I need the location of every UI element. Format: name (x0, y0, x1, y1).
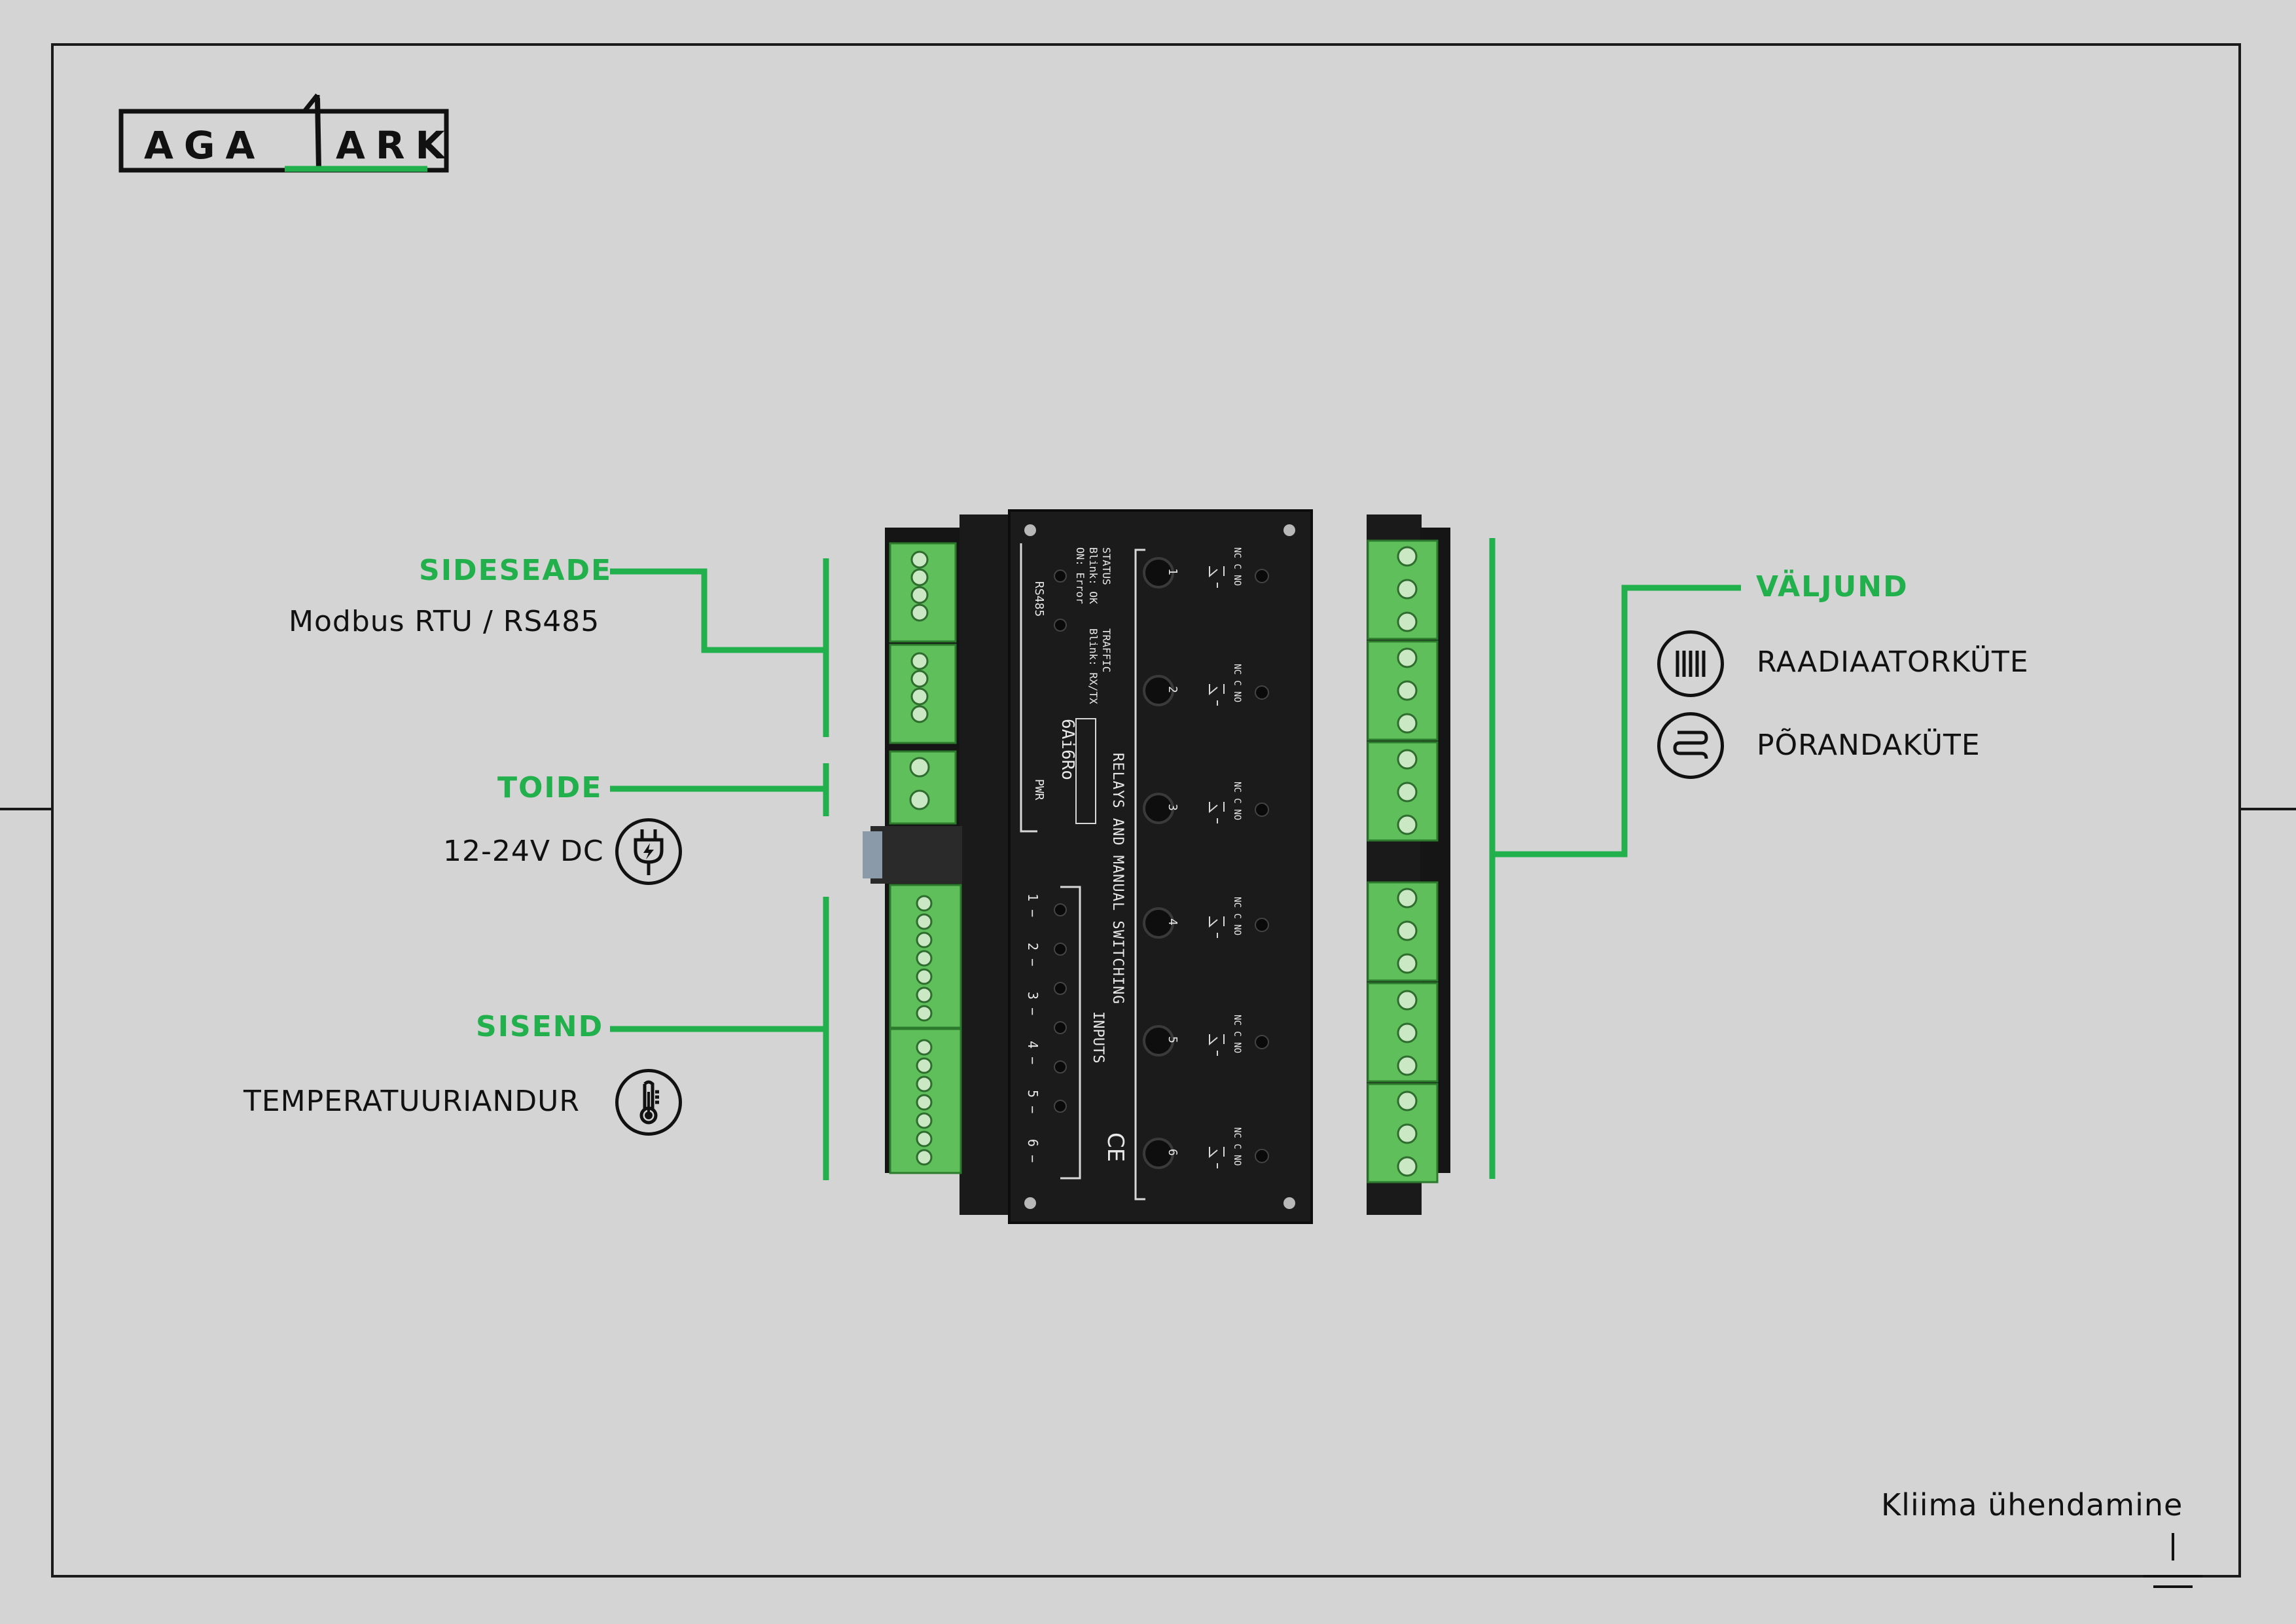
device-title: RELAYS AND MANUAL SWITCHING (1109, 753, 1126, 1005)
relay-number: 2 (1166, 686, 1179, 693)
relay-number: 4 (1166, 918, 1179, 926)
input-number: 3 − (1025, 992, 1041, 1016)
communication-title: SIDESEADE (419, 554, 613, 587)
relay-number: 3 (1166, 804, 1179, 811)
input-detail: TEMPERATUURIANDUR (243, 1085, 580, 1118)
frame-tick-left (0, 808, 52, 810)
output-item-floor: PÕRANDAKÜTE (1757, 729, 1981, 762)
power-title: TOIDE (497, 771, 603, 804)
input-number: 4 − (1025, 1041, 1041, 1065)
floor-heating-icon (1657, 712, 1724, 779)
relay-contacts-label: NC C NO (1232, 1127, 1242, 1166)
input-number: 2 − (1025, 943, 1041, 967)
device-status-line-1: STATUS (1100, 547, 1113, 585)
power-detail: 12-24V DC (443, 835, 604, 868)
thermometer-icon (615, 1069, 682, 1136)
relay-contacts-label: NC C NO (1232, 782, 1242, 821)
input-number: 6 − (1025, 1139, 1041, 1163)
radiator-icon (1657, 630, 1724, 697)
relay-number: 6 (1166, 1149, 1179, 1156)
svg-text:AGA: AGA (144, 123, 265, 168)
device-traffic-line-2: Blink: RX/TX (1087, 628, 1100, 704)
input-title: SISEND (476, 1010, 604, 1043)
plug-icon (615, 818, 682, 885)
device-inputs-label: INPUTS (1090, 1011, 1106, 1064)
device-traffic-line-1: TRAFFIC (1100, 628, 1113, 673)
footer-caption: Kliima ühendamine (1881, 1487, 2183, 1523)
device-pwr-label: PWR (1032, 779, 1046, 801)
output-title: VÄLJUND (1756, 570, 1909, 604)
communication-detail: Modbus RTU / RS485 (289, 605, 600, 638)
relay-number: 1 (1166, 568, 1179, 575)
output-item-radiator: RAADIAATORKÜTE (1757, 645, 2029, 679)
device-ce-mark: CE (1102, 1132, 1128, 1163)
agaark-logo: AGA ARK (118, 93, 456, 173)
relay-contacts-label: NC C NO (1232, 547, 1242, 586)
device-status-line-3: ON: Error (1074, 547, 1086, 604)
device-model: 6Ai6Ro (1058, 719, 1077, 780)
relay-contacts-label: NC C NO (1232, 897, 1242, 936)
ground-symbol-icon (2144, 1533, 2202, 1588)
frame-tick-right (2241, 808, 2296, 810)
input-number: 5 − (1025, 1090, 1041, 1114)
input-number: 1 − (1025, 893, 1041, 918)
drawing-frame (51, 43, 2241, 1578)
relay-contacts-label: NC C NO (1232, 664, 1242, 703)
device-rs485-label: RS485 (1032, 581, 1046, 617)
relay-number: 5 (1166, 1036, 1179, 1043)
relay-contacts-label: NC C NO (1232, 1015, 1242, 1054)
device-status-line-2: Blink: OK (1087, 547, 1100, 604)
svg-text:ARK: ARK (336, 123, 456, 168)
